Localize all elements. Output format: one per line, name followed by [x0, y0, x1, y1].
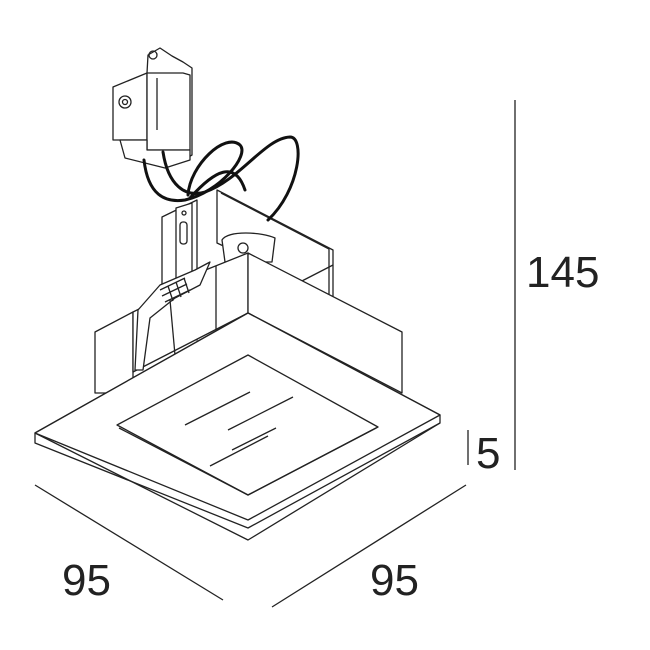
lamp-socket: [221, 232, 276, 263]
height-label: 145: [526, 248, 599, 297]
spring-clip: [134, 261, 211, 371]
thickness-label: 5: [476, 429, 500, 478]
width-right-dimension-line: [271, 484, 467, 608]
width-left-dimension-line: [34, 484, 224, 601]
width-right-label: 95: [370, 556, 419, 605]
wires: [142, 135, 300, 222]
dimension-lines: [34, 100, 516, 608]
width-left-label: 95: [62, 556, 111, 605]
housing-body: [94, 252, 403, 394]
junction-box: [112, 47, 193, 169]
trim-ring: [34, 312, 441, 541]
screw-icon: [118, 95, 132, 109]
